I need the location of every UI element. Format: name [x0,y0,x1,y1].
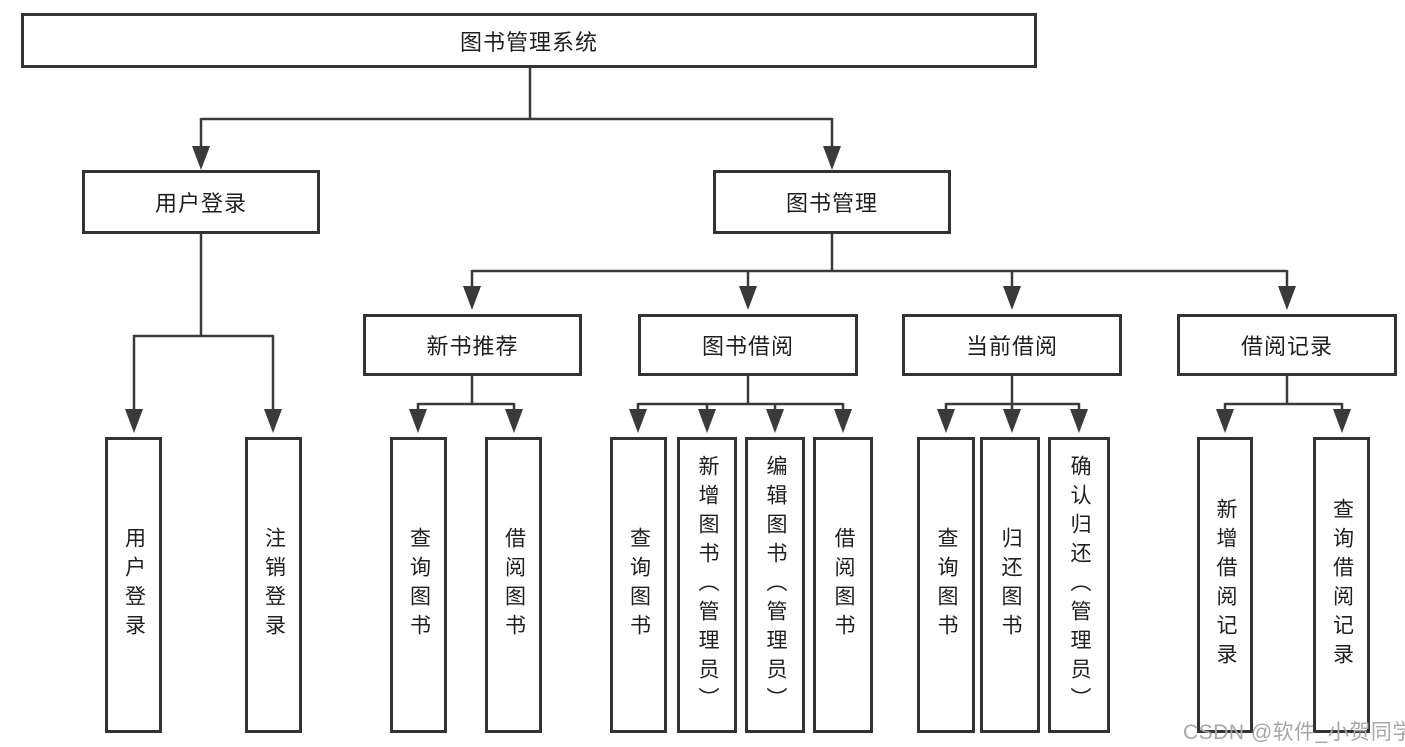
connector-new-book-rec-to-leaves [409,376,523,433]
node-book-borrowing: 图书借阅 [638,314,858,376]
node-label: 查询图书 [935,527,958,643]
node-label: 新增图书（管理员） [696,454,719,716]
node-new-book-recommend: 新书推荐 [363,314,582,376]
node-label: 借阅图书 [502,527,526,643]
node-label: 确认归还（管理员） [1068,454,1091,716]
leaf-add-books-admin: 新增图书（管理员） [677,437,737,733]
leaf-confirm-return-admin: 确认归还（管理员） [1048,437,1110,733]
node-label: 编辑图书（管理员） [764,454,787,716]
node-label: 注销登录 [262,527,286,643]
leaf-query-books-recommend: 查询图书 [390,437,447,733]
node-label: 查询借阅记录 [1330,498,1354,672]
csdn-watermark: CSDN @软件_小贺同学 [1183,721,1405,744]
connector-current-borrow-to-leaves [937,376,1088,433]
leaf-edit-books-admin: 编辑图书（管理员） [745,437,805,733]
connector-user-login-to-leaves [125,234,282,433]
node-label: 借阅图书 [832,527,855,643]
node-label: 当前借阅 [965,334,1058,359]
node-label: 图书管理系统 [459,29,598,55]
node-book-management: 图书管理 [713,170,951,234]
leaf-query-books-borrowing: 查询图书 [610,437,667,733]
node-label: 图书借阅 [701,334,794,359]
connector-book-mgmt-to-level3 [463,234,1296,310]
node-user-login: 用户登录 [82,170,320,234]
leaf-query-books-current: 查询图书 [917,437,975,733]
node-library-management-system: 图书管理系统 [21,13,1037,68]
node-label: 归还图书 [999,527,1022,643]
node-label: 查询图书 [627,527,651,643]
leaf-borrow-books: 借阅图书 [813,437,873,733]
node-label: 借阅记录 [1240,334,1333,359]
node-current-borrowing: 当前借阅 [902,314,1122,376]
node-label: 新增借阅记录 [1214,498,1237,672]
connector-borrow-records-to-leaves [1216,376,1351,433]
node-label: 查询图书 [407,527,431,643]
leaf-user-login: 用户登录 [105,437,162,733]
leaf-return-books: 归还图书 [980,437,1040,733]
leaf-add-borrow-record: 新增借阅记录 [1197,437,1253,733]
node-label: 新书推荐 [426,334,519,359]
connector-root-to-level2 [192,68,841,170]
leaf-logout: 注销登录 [245,437,302,733]
leaf-borrow-books-recommend: 借阅图书 [485,437,542,733]
node-label: 图书管理 [785,191,878,216]
node-borrow-records: 借阅记录 [1177,314,1397,376]
node-label: 用户登录 [122,527,146,643]
node-label: 用户登录 [154,191,247,216]
leaf-query-borrow-record: 查询借阅记录 [1313,437,1370,733]
connector-book-borrow-to-leaves [629,376,852,433]
